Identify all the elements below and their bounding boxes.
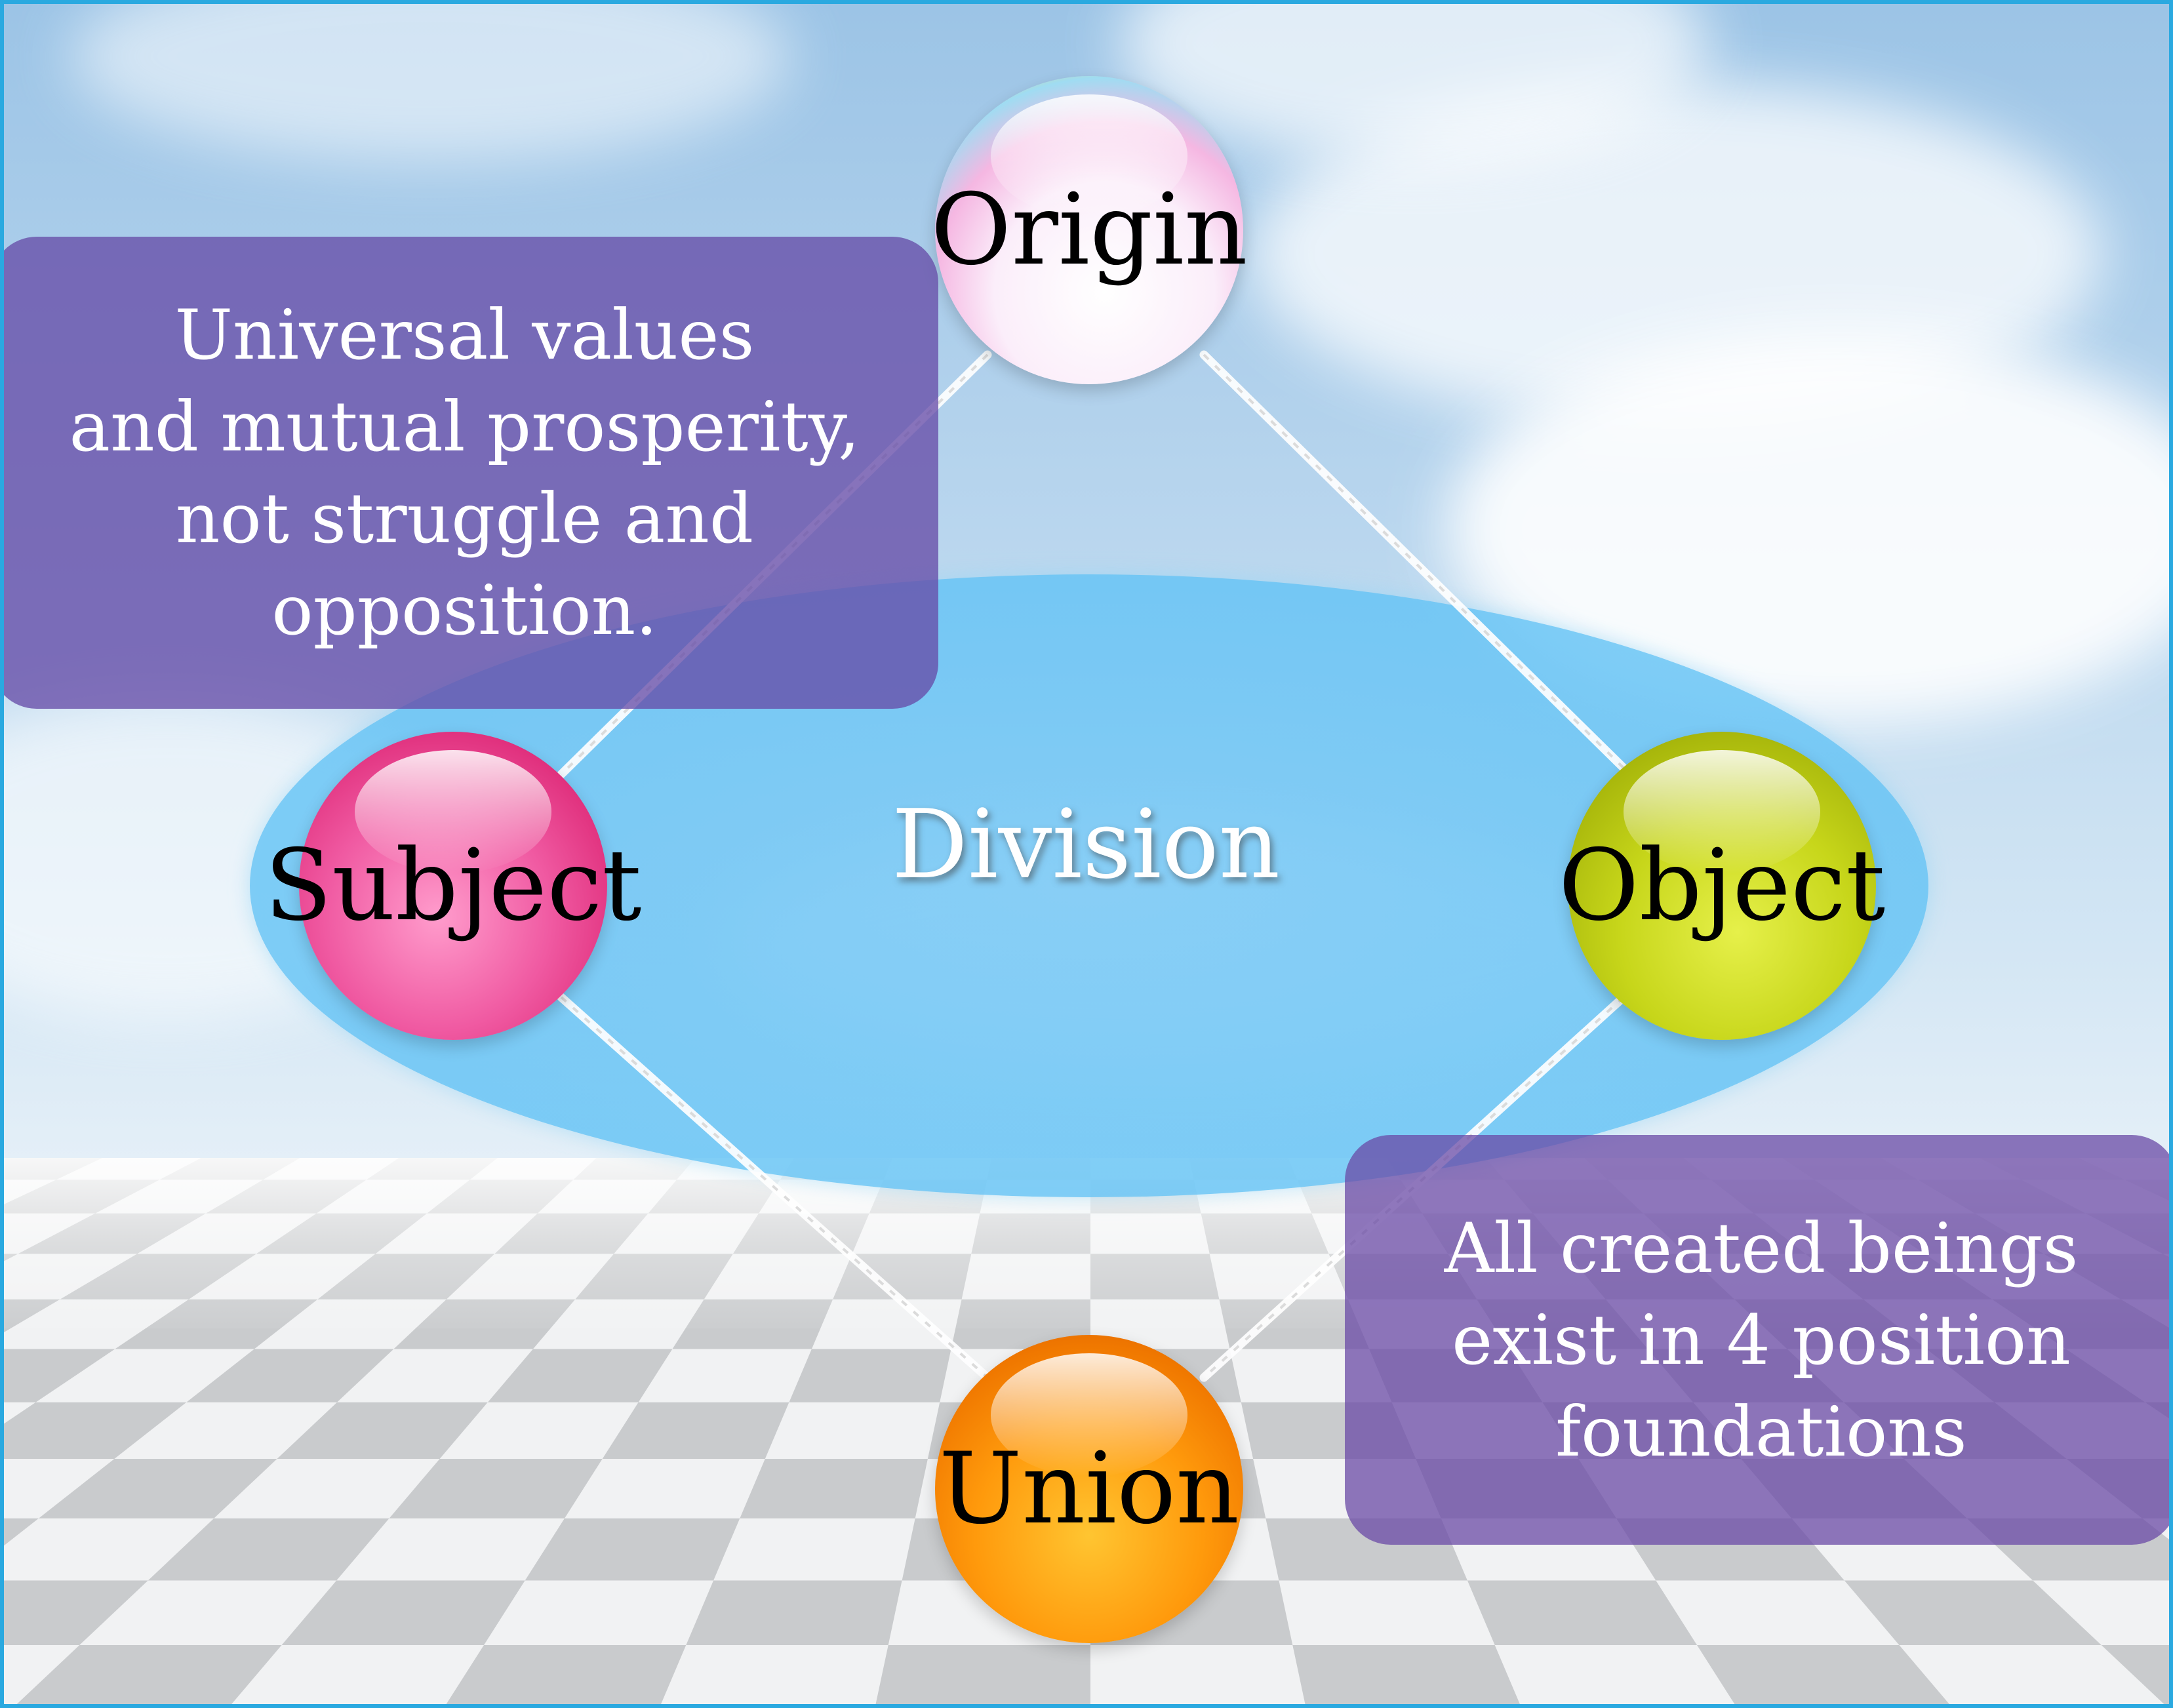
origin-node: Origin	[930, 76, 1248, 384]
floor-tile	[875, 1645, 1090, 1704]
floor-tile	[4, 1518, 39, 1546]
floor-tile	[281, 1580, 525, 1645]
floor-tile	[1697, 1645, 1949, 1704]
callout-line: and mutual prosperity,	[69, 387, 860, 467]
object-label: Object	[1558, 829, 1886, 943]
floor-tile	[602, 1402, 789, 1459]
floor-tile	[4, 1580, 148, 1645]
callout-line: All created beings	[1444, 1208, 2079, 1288]
floor-tile	[186, 1349, 394, 1402]
floor-tile	[39, 1459, 277, 1519]
subject-label: Subject	[264, 829, 642, 943]
floor-tile	[686, 1580, 902, 1645]
origin-label: Origin	[930, 173, 1248, 287]
callout-universal-values: Universal values and mutual prosperity, …	[4, 237, 938, 709]
callout-line: Universal values	[174, 295, 755, 375]
callout-line: not struggle and	[175, 479, 754, 559]
floor-tile	[1467, 1580, 1697, 1645]
callout-line: exist in 4 position	[1452, 1300, 2071, 1380]
floor-tile	[4, 1349, 115, 1402]
floor-tile	[2101, 1645, 2169, 1704]
callout-line: opposition.	[271, 570, 658, 650]
union-node: Union	[935, 1335, 1243, 1643]
floor-tile	[148, 1518, 389, 1581]
floor-tile	[740, 1459, 928, 1519]
floor-tile	[1844, 1580, 2102, 1645]
callout-line: foundations	[1555, 1391, 1967, 1472]
floor-tile	[789, 1349, 951, 1402]
floor-tile	[1292, 1645, 1520, 1704]
floor-tile	[277, 1402, 488, 1459]
floor-tile	[446, 1645, 687, 1704]
floor-tile	[389, 1459, 603, 1519]
floor-tile	[16, 1645, 282, 1704]
subject-node: Subject	[265, 732, 641, 1040]
union-label: Union	[939, 1432, 1239, 1546]
callout-four-positions: All created beings exist in 4 position f…	[1345, 1135, 2169, 1545]
sphere-gloss	[1623, 750, 1821, 874]
sphere-gloss	[990, 1353, 1188, 1477]
object-node: Object	[1559, 732, 1885, 1040]
floor-tile	[487, 1349, 673, 1402]
floor-tile	[4, 1402, 187, 1459]
floor-tile	[525, 1518, 740, 1581]
division-label: Division	[891, 789, 1281, 900]
sphere-gloss	[354, 750, 552, 874]
sphere-gloss	[990, 94, 1188, 218]
